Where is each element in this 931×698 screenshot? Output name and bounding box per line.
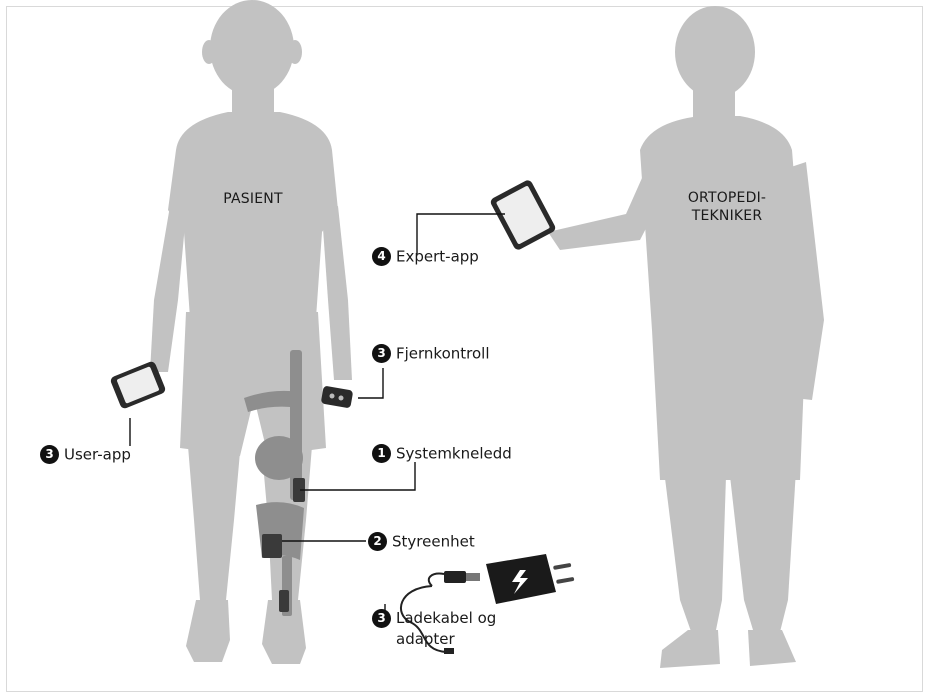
callout-text: Expert-app (396, 248, 479, 266)
technician-label-line2: TEKNIKER (672, 207, 782, 225)
callout-control-unit: 2 Styreenhet (368, 531, 475, 552)
technician-label-line1: ORTOPEDI- (672, 189, 782, 207)
callout-text: Systemkneledd (396, 445, 512, 463)
patient-silhouette (150, 0, 352, 664)
callout-text-line2: adapter (396, 630, 455, 648)
remote-control (321, 386, 354, 409)
callout-expert-app: 4 Expert-app (372, 246, 479, 267)
callout-number-badge: 4 (372, 247, 391, 266)
callout-number-badge: 1 (372, 444, 391, 463)
patient-label-text: PASIENT (223, 191, 282, 207)
technician-silhouette (548, 6, 824, 668)
expert-app-phone (489, 179, 557, 252)
callout-remote-control: 3 Fjernkontroll (372, 343, 490, 364)
callout-number-badge: 2 (368, 532, 387, 551)
callout-user-app: 3 User-app (40, 444, 131, 465)
callout-number-badge: 3 (372, 344, 391, 363)
callout-charger: 3 Ladekabel og adapter (372, 608, 496, 650)
patient-label: PASIENT (198, 190, 308, 208)
callout-text: Styreenhet (392, 533, 475, 551)
technician-label: ORTOPEDI- TEKNIKER (672, 189, 782, 225)
callout-knee-joint: 1 Systemkneledd (372, 443, 512, 464)
callout-text-line1: Ladekabel og (396, 609, 496, 627)
callout-text: Fjernkontroll (396, 345, 490, 363)
callout-number-badge: 3 (372, 609, 391, 628)
callout-number-badge: 3 (40, 445, 59, 464)
callout-text: User-app (64, 446, 131, 464)
